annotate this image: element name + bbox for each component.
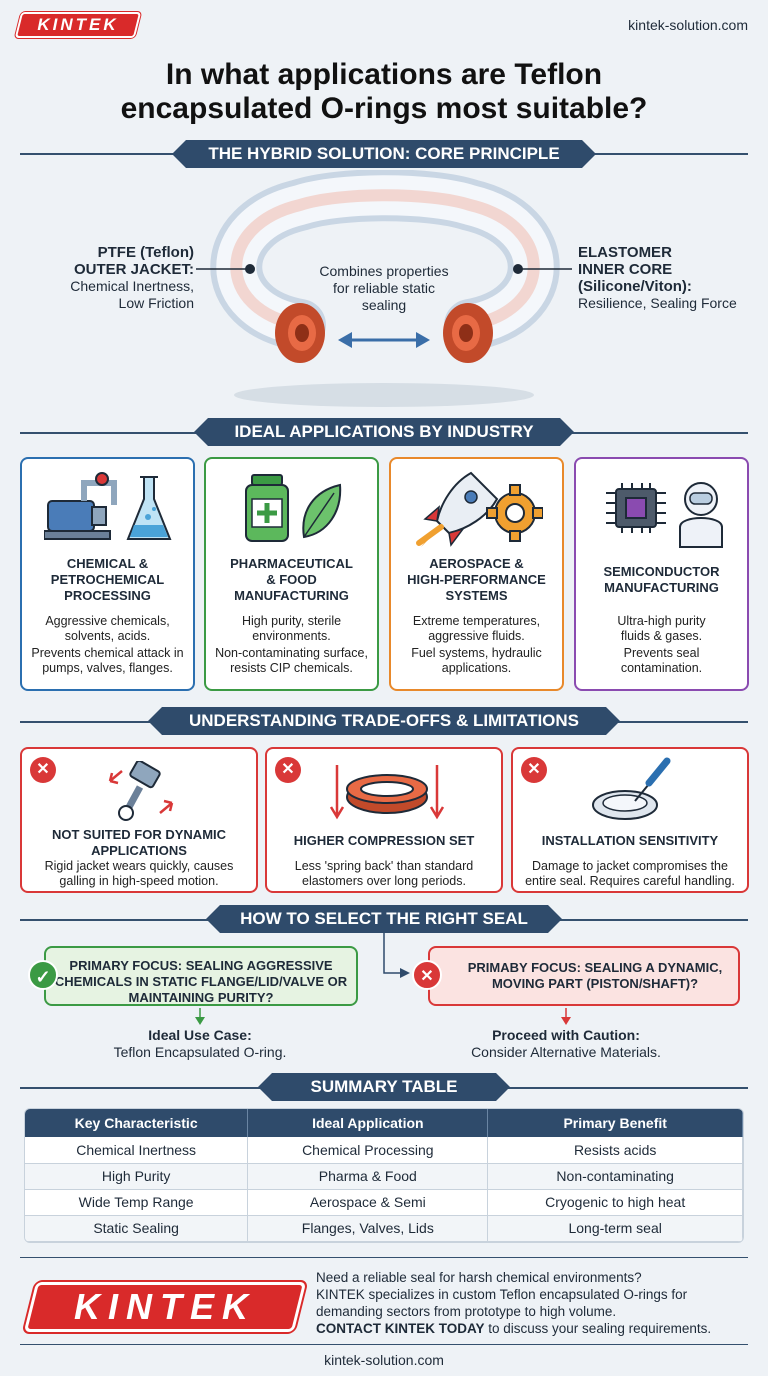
- section-divider: [20, 1344, 748, 1345]
- tradeoff-card-dynamic: ✕ NOT SUITED FOR DYNAMIC APPLICATIONS Ri…: [20, 747, 258, 893]
- section-divider: [20, 1257, 748, 1258]
- x-mark-icon: ✕: [30, 757, 56, 783]
- rocket-gear-icon: [416, 471, 543, 547]
- tradeoffs-banner: UNDERSTANDING TRADE-OFFS & LIMITATIONS: [148, 707, 620, 735]
- x-mark-icon: ✕: [521, 757, 547, 783]
- piston-icon: [108, 761, 174, 821]
- compressed-ring-icon: [329, 765, 445, 820]
- footer-cta-text: Need a reliable seal for harsh chemical …: [316, 1270, 712, 1336]
- inner-core-left-icon: [275, 303, 325, 363]
- tradeoff-card-compression: ✕ HIGHER COMPRESSION SET Less 'spring ba…: [265, 747, 503, 893]
- ptfe-outer-jacket-label: PTFE (Teflon) OUTER JACKET: Chemical Ine…: [70, 244, 194, 311]
- damaged-ring-icon: [592, 757, 671, 820]
- double-arrow-icon: [338, 332, 430, 348]
- medicine-leaf-icon: [245, 474, 342, 542]
- industries-banner: IDEAL APPLICATIONS BY INDUSTRY: [194, 418, 574, 446]
- table-header: Ideal Application: [247, 1109, 489, 1137]
- summary-banner: SUMMARY TABLE: [258, 1073, 510, 1101]
- proceed-caution-result: Proceed with Caution: Consider Alternati…: [471, 1027, 661, 1060]
- chip-cleanroom-icon: [606, 482, 723, 548]
- checkmark-icon: ✓: [28, 960, 58, 990]
- decision-box-dynamic-part: PRIMABY FOCUS: SEALING A DYNAMIC, MOVING…: [428, 946, 740, 1006]
- kintek-logo[interactable]: KINTEK: [14, 12, 142, 38]
- inner-core-right-icon: [443, 303, 493, 363]
- pump-flask-icon: [44, 472, 172, 540]
- contact-cta-link[interactable]: CONTACT KINTEK TODAY: [316, 1321, 485, 1336]
- select-banner: HOW TO SELECT THE RIGHT SEAL: [206, 905, 562, 933]
- industry-card-chemical: CHEMICAL & PETROCHEMICAL PROCESSING Aggr…: [20, 457, 195, 691]
- website-link-bottom[interactable]: kintek-solution.com: [324, 1352, 444, 1368]
- elastomer-inner-core-label: ELASTOMER INNER CORE (Silicone/Viton): R…: [578, 244, 737, 311]
- core-principle-caption: Combines properties for reliable static …: [319, 263, 449, 313]
- table-header: Key Characteristic: [25, 1109, 249, 1137]
- o-ring-illustration: [196, 170, 572, 407]
- summary-table: Key Characteristic Ideal Application Pri…: [24, 1108, 744, 1243]
- tradeoff-card-installation: ✕ INSTALLATION SENSITIVITY Damage to jac…: [511, 747, 749, 893]
- ideal-use-case-result: Ideal Use Case: Teflon Encapsulated O-ri…: [113, 1027, 287, 1060]
- hybrid-banner: THE HYBRID SOLUTION: CORE PRINCIPLE: [172, 140, 596, 168]
- website-link-top[interactable]: kintek-solution.com: [628, 17, 748, 33]
- x-mark-icon: ✕: [275, 757, 301, 783]
- industry-card-semiconductor: SEMICONDUCTOR MANUFACTURING Ultra-high p…: [574, 457, 749, 691]
- decision-box-static-chemicals: PRIMARY FOCUS: SEALING AGGRESSIVE CHEMIC…: [44, 946, 358, 1006]
- kintek-logo-large[interactable]: KINTEK: [23, 1282, 307, 1332]
- industry-card-aerospace: AEROSPACE & HIGH-PERFORMANCE SYSTEMS Ext…: [389, 457, 564, 691]
- table-header: Primary Benefit: [487, 1109, 743, 1137]
- decision-flow-lines: [195, 933, 571, 1025]
- industry-card-pharma: PHARMACEUTICAL & FOOD MANUFACTURING High…: [204, 457, 379, 691]
- x-mark-icon: ✕: [412, 960, 442, 990]
- page-title: In what applications are Teflon encapsul…: [120, 58, 648, 125]
